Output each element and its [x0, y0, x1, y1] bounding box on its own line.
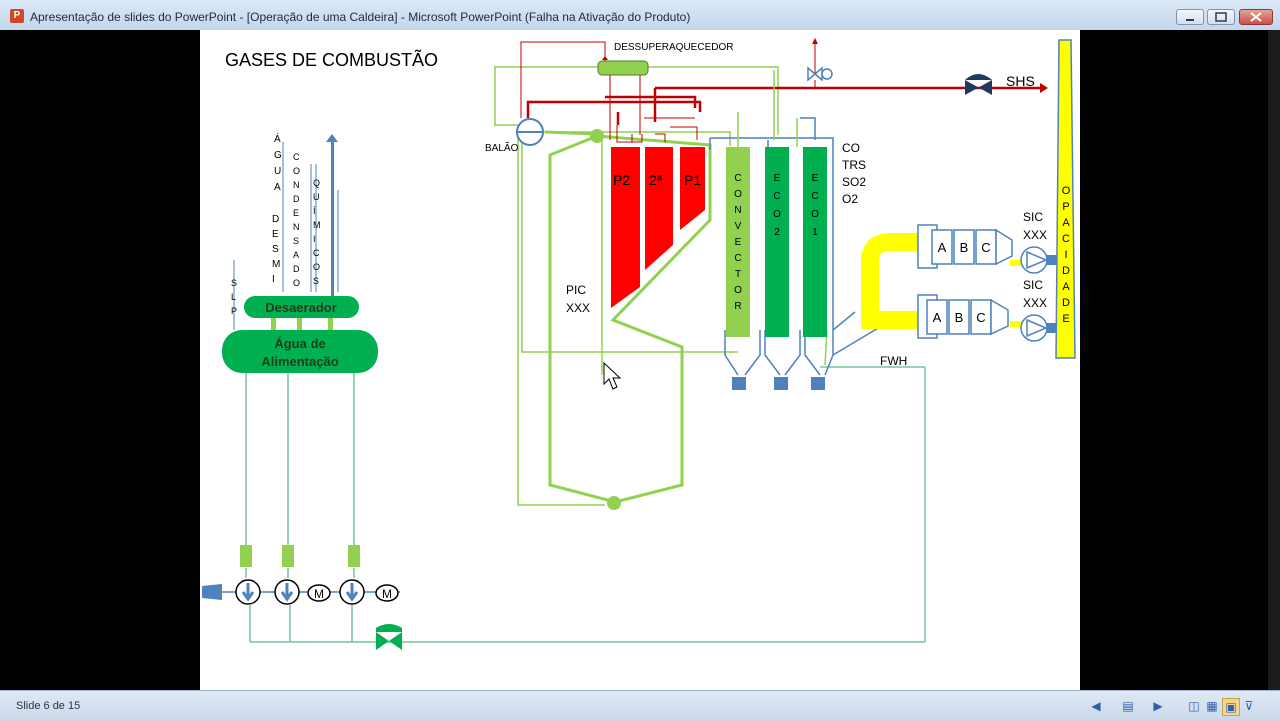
mouse-cursor-icon — [603, 362, 622, 390]
maximize-icon — [1215, 12, 1227, 22]
p2a-label: 2ª — [649, 172, 663, 188]
control-valve-icon — [376, 624, 402, 650]
maximize-button[interactable] — [1207, 9, 1235, 25]
hopper-2 — [774, 377, 788, 390]
svg-text:A: A — [933, 310, 942, 325]
svg-text:M: M — [314, 587, 324, 601]
pic-label: PIC — [566, 283, 586, 297]
side-scrollbar[interactable] — [1268, 30, 1280, 690]
sic-value-2: XXX — [1023, 296, 1047, 310]
shs-label: SHS — [1006, 73, 1035, 89]
slideshow-icon[interactable]: ⊽ — [1244, 699, 1254, 713]
valve-2 — [282, 545, 294, 567]
superheater-p2 — [611, 147, 640, 308]
svg-text:A: A — [938, 240, 947, 255]
steam-valve-icon — [807, 66, 833, 82]
close-button[interactable] — [1239, 9, 1273, 25]
feed-pump-2 — [274, 579, 300, 605]
minimize-icon — [1186, 19, 1194, 21]
up-arrow-icon — [326, 134, 338, 142]
upper-header — [590, 129, 604, 143]
desaerador-tank — [244, 296, 359, 318]
steam-out-pipe — [331, 140, 334, 300]
flue-duct — [861, 233, 918, 329]
reading-view-icon[interactable]: ▣ — [1222, 698, 1240, 716]
valve-3 — [348, 545, 360, 567]
next-slide-icon[interactable]: ▶ — [1153, 699, 1163, 713]
desaerador-label: Desaerador — [265, 300, 337, 315]
p1-label: P1 — [684, 172, 701, 188]
normal-view-icon[interactable]: ◫ — [1188, 699, 1200, 713]
sic-value-1: XXX — [1023, 228, 1047, 242]
agua-alimentacao-label-1: Água de — [274, 336, 325, 351]
motor-2: M — [375, 584, 399, 602]
sic-label-2: SIC — [1023, 278, 1043, 292]
chimney-opacidade — [1055, 39, 1076, 359]
svg-text:M: M — [382, 587, 392, 601]
lower-header — [607, 496, 621, 510]
motor-1: M — [307, 584, 331, 602]
pic-value: XXX — [566, 301, 590, 315]
slide-indicator: Slide 6 de 15 — [16, 700, 81, 712]
eco2-bank — [765, 147, 789, 337]
status-bar: Slide 6 de 15 ◀ ▤ ▶ ◫ ▦ ▣ ⊽ — [0, 690, 1280, 721]
window-title: Apresentação de slides do PowerPoint - [… — [30, 10, 691, 24]
balao-label: BALÃO — [485, 141, 519, 154]
valve-1 — [240, 545, 252, 567]
powerpoint-icon[interactable]: P — [10, 9, 24, 23]
svg-text:C: C — [981, 240, 990, 255]
hopper-1 — [732, 377, 746, 390]
feed-pump-1 — [235, 579, 261, 605]
eco1-bank — [803, 147, 827, 337]
window-titlebar: P Apresentação de slides do PowerPoint -… — [0, 0, 1280, 31]
p2-label: P2 — [613, 172, 630, 188]
svg-text:B: B — [955, 310, 964, 325]
minimize-button[interactable] — [1176, 9, 1204, 25]
precipitator-lower: A B C — [917, 294, 1009, 339]
notes-icon[interactable]: ▤ — [1122, 699, 1134, 713]
agua-alimentacao-label-2: Alimentação — [261, 354, 338, 369]
slide-title: GASES DE COMBUSTÃO — [225, 49, 438, 70]
svg-text:B: B — [960, 240, 969, 255]
feed-pump-3 — [339, 579, 365, 605]
sic-label-1: SIC — [1023, 210, 1043, 224]
close-icon — [1250, 12, 1262, 22]
agua-alimentacao-tank — [222, 330, 378, 373]
nozzle-icon — [202, 584, 222, 600]
id-fan-upper — [1020, 246, 1058, 274]
slide-sorter-icon[interactable]: ▦ — [1206, 699, 1218, 713]
convector-bank — [726, 147, 750, 337]
fwh-label: FWH — [880, 354, 907, 368]
hopper-3 — [811, 377, 825, 390]
superheater-p1 — [680, 147, 705, 230]
superheater-2a — [645, 147, 673, 270]
svg-text:C: C — [976, 310, 985, 325]
shs-valve-icon — [965, 74, 992, 95]
dessuperaquecedor — [597, 60, 649, 76]
precipitator-upper: A B C — [917, 224, 1013, 269]
prev-slide-icon[interactable]: ◀ — [1091, 699, 1101, 713]
id-fan-lower — [1020, 314, 1058, 342]
dessuperaquecedor-label: DESSUPERAQUECEDOR — [614, 42, 733, 53]
